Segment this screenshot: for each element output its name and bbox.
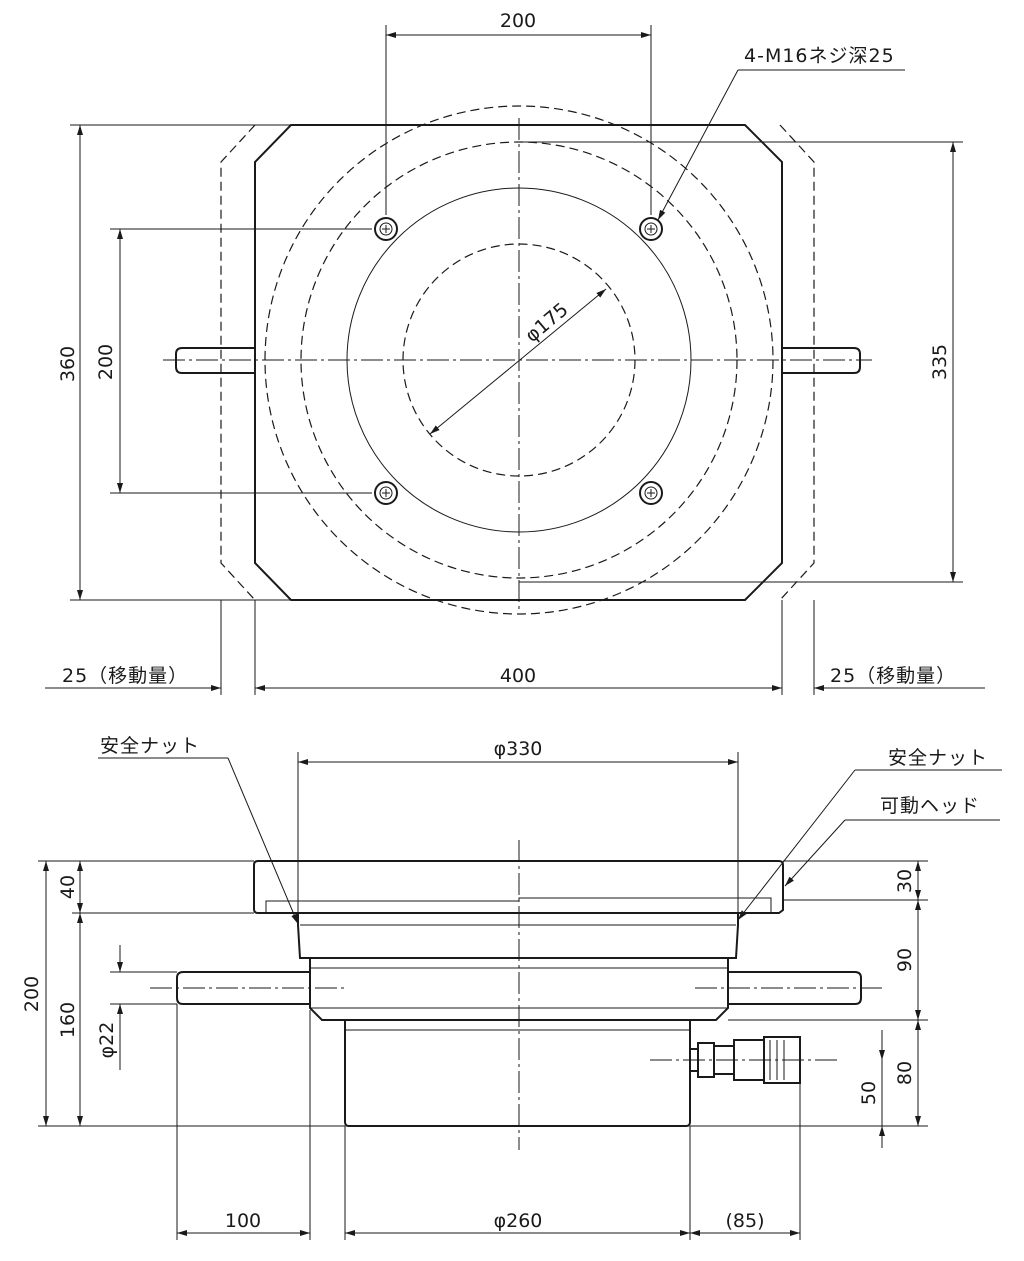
left-handle <box>175 347 255 374</box>
label-movable-head: 可動ヘッド <box>880 795 980 817</box>
dim-total-height-200: 200 <box>21 976 43 1012</box>
side-view: φ330 安全ナット 安全ナット 可動ヘッド 200 40 160 φ22 <box>21 735 1002 1240</box>
label-safety-nut-right: 安全ナット <box>888 747 988 769</box>
dim-90: 90 <box>894 948 916 972</box>
dim-handle-diameter-22: φ22 <box>96 1022 118 1059</box>
top-plate-side <box>253 860 784 914</box>
dim-bottom-85: (85) <box>725 1210 764 1232</box>
cylinder-body <box>344 1020 691 1127</box>
dim-80: 80 <box>894 1061 916 1085</box>
dim-top-hole-spacing: 200 <box>500 10 536 32</box>
dim-diameter-330: φ330 <box>494 738 543 760</box>
bolt-hole <box>374 217 398 241</box>
top-view: 200 4-M16ネジ深25 φ175 360 200 335 25（移動量） … <box>45 10 985 695</box>
dim-top-thickness-40: 40 <box>57 875 79 899</box>
dim-bottom-100: 100 <box>225 1210 261 1232</box>
dim-30: 30 <box>894 869 916 893</box>
dim-lower-height-160: 160 <box>57 1002 79 1038</box>
dim-width-400: 400 <box>500 665 536 687</box>
right-handle <box>782 347 861 374</box>
label-safety-nut-left: 安全ナット <box>100 735 200 757</box>
dim-diameter-260: φ260 <box>494 1210 543 1232</box>
dim-height-360: 360 <box>57 346 79 382</box>
bolt-hole <box>639 217 663 241</box>
safety-nut <box>297 913 739 959</box>
dim-height-335: 335 <box>929 344 951 380</box>
thread-note: 4-M16ネジ深25 <box>744 45 895 67</box>
top-plate-outline <box>254 124 783 601</box>
bolt-hole <box>639 481 663 505</box>
bolt-hole <box>374 481 398 505</box>
dim-right-travel: 25（移動量） <box>830 665 956 687</box>
dim-left-travel: 25（移動量） <box>62 665 188 687</box>
dim-hole-spacing-200: 200 <box>95 344 117 380</box>
dim-50: 50 <box>858 1081 880 1105</box>
